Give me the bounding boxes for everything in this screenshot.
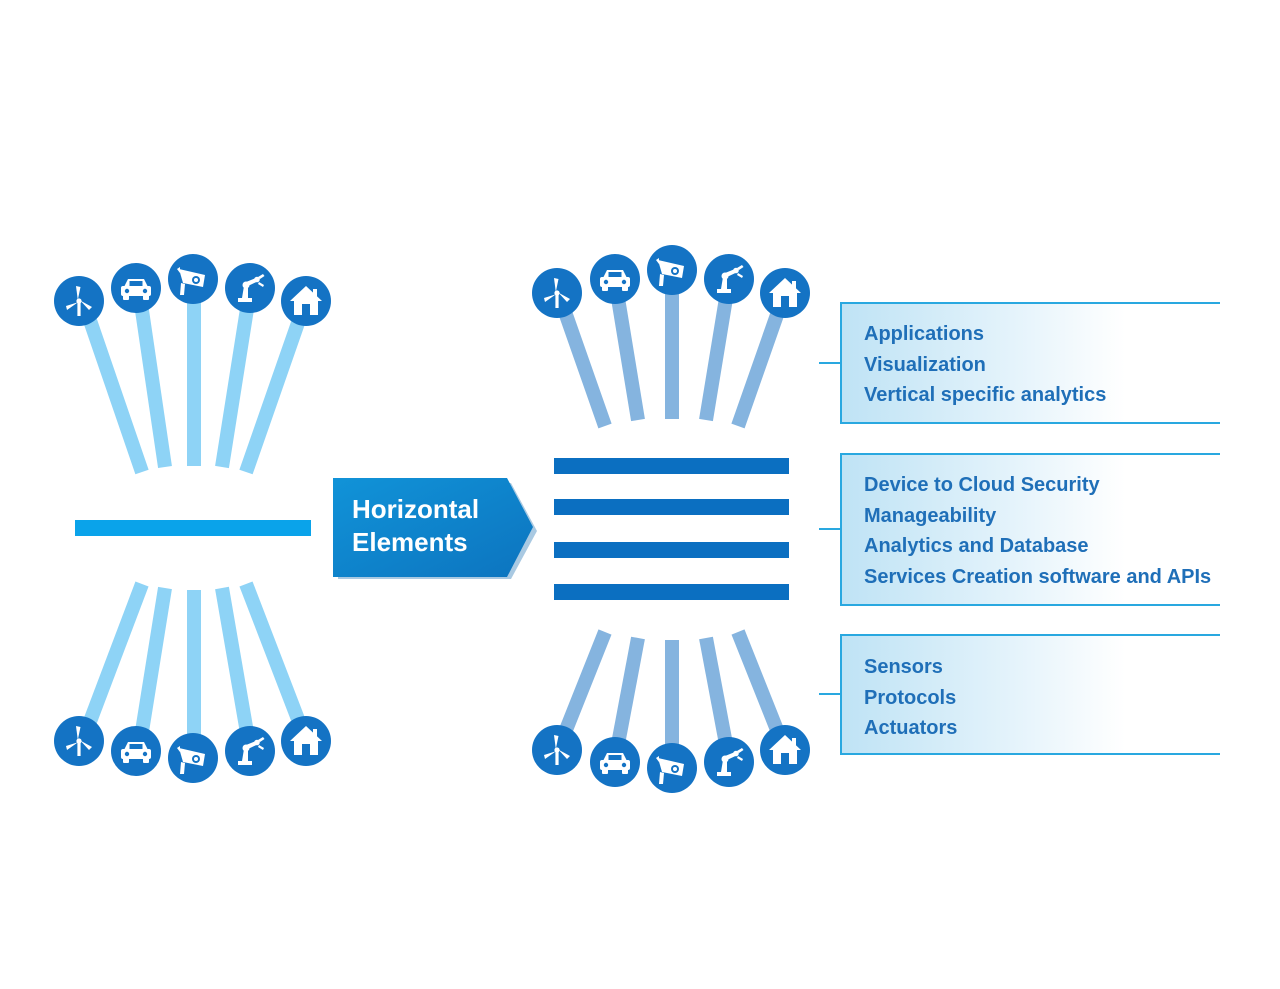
layer-item: Visualization	[864, 353, 986, 376]
stem	[215, 288, 257, 469]
layer-bar	[554, 458, 789, 474]
layer-bar	[554, 542, 789, 558]
stem	[132, 586, 172, 752]
layer-item: Sensors	[864, 656, 943, 678]
left-top-icons	[54, 254, 331, 326]
connector-mid	[819, 528, 841, 530]
layer-bar	[554, 584, 789, 600]
stem	[215, 586, 257, 752]
layer-box-horizontal-services: Device to Cloud Security Manageability A…	[840, 453, 1220, 606]
right-top-icons	[532, 245, 810, 318]
left-bottom-icons	[54, 716, 331, 783]
stem	[239, 581, 313, 743]
layer-item: Device to Cloud Security	[864, 474, 1100, 496]
layer-item: Analytics and Database	[864, 535, 1089, 558]
stem	[132, 288, 172, 469]
horizontal-elements-arrow	[333, 478, 537, 579]
stem	[76, 297, 149, 475]
layer-item: Services Creation software and APIs	[864, 565, 1212, 588]
left-top-stems	[76, 280, 313, 475]
connector-bot	[819, 693, 841, 695]
right-device-cluster	[532, 245, 810, 793]
layer-item: Applications	[864, 323, 985, 345]
stacked-horizontal-bars	[554, 458, 789, 600]
stem	[76, 581, 149, 743]
layer-box-applications: Applications Visualization Vertical spec…	[840, 302, 1220, 424]
layer-bar	[554, 499, 789, 515]
layer-box-devices: Sensors Protocols Actuators	[840, 634, 1220, 755]
stem	[239, 297, 313, 475]
layer-item: Vertical specific analytics	[864, 384, 1107, 407]
layer-item: Manageability	[864, 504, 997, 527]
single-horizontal-bar	[75, 520, 311, 536]
connector-top	[819, 362, 841, 364]
layer-item: Protocols	[864, 686, 957, 709]
left-device-cluster	[54, 254, 331, 783]
left-bottom-stems	[76, 581, 313, 760]
layer-item: Actuators	[864, 717, 958, 740]
right-bottom-icons	[532, 725, 810, 793]
